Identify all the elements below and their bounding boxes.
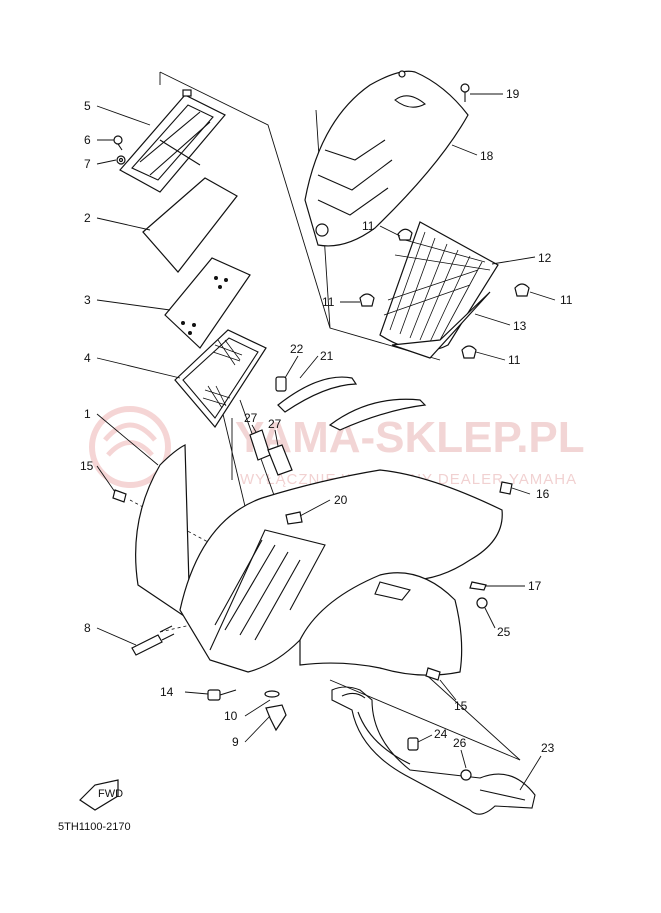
- part-10-washer: [264, 690, 280, 698]
- fwd-arrow-icon: FWD: [79, 779, 123, 811]
- callout-21: 21: [320, 349, 334, 363]
- watermark-logo: [89, 406, 171, 488]
- callouts: 5 6 7 2 3 4 1 15 8 14 10 9 19 18 11 12 1…: [80, 87, 573, 755]
- watermark-brand: YAMA-SKLEP.PL: [235, 413, 585, 462]
- callout-17: 17: [528, 579, 542, 593]
- callout-2: 2: [84, 211, 91, 225]
- part-1-front-fender: [135, 444, 503, 676]
- callout-1: 1: [84, 407, 91, 421]
- callout-27-a: 27: [244, 411, 258, 425]
- callout-22: 22: [290, 342, 304, 356]
- callout-19: 19: [506, 87, 520, 101]
- part-16-bolt: [499, 481, 513, 495]
- part-17-clip: [469, 581, 487, 591]
- callout-6: 6: [84, 133, 91, 147]
- callout-10: 10: [224, 709, 238, 723]
- part-11-clips: [359, 228, 530, 359]
- part-code: 5TH1100-2170: [58, 821, 131, 833]
- fwd-marker-label: FWD: [98, 788, 123, 800]
- part-4-mesh-frame: [174, 329, 267, 429]
- leader-lines: [96, 93, 556, 791]
- part-19-screw: [460, 83, 470, 102]
- callout-9: 9: [232, 735, 239, 749]
- part-21-bracket: [277, 376, 427, 431]
- part-6-screw: [113, 135, 123, 151]
- callout-11-a: 11: [362, 219, 375, 233]
- callout-11-c: 11: [560, 293, 573, 307]
- callout-12: 12: [538, 251, 552, 265]
- callout-16: 16: [536, 487, 550, 501]
- callout-4: 4: [84, 351, 91, 365]
- part-22-grommet: [275, 376, 287, 392]
- callout-27-b: 27: [268, 417, 282, 431]
- part-15-bolts: [112, 489, 441, 681]
- part-20-bolt: [285, 511, 303, 525]
- part-27-dampers: [249, 429, 293, 476]
- part-14-bolt: [207, 689, 237, 701]
- callout-8: 8: [84, 621, 91, 635]
- callout-20: 20: [334, 493, 348, 507]
- part-26-nut: [460, 769, 472, 781]
- part-23-bumper: [331, 686, 536, 815]
- callout-11-d: 11: [508, 353, 521, 367]
- callout-26: 26: [453, 736, 467, 750]
- callout-7: 7: [84, 157, 91, 171]
- part-24-bolt: [407, 737, 419, 751]
- callout-14: 14: [160, 685, 174, 699]
- part-8-connector: [131, 625, 175, 656]
- part-5-filter-frame: [119, 89, 226, 193]
- callout-11-b: 11: [322, 295, 335, 309]
- callout-24: 24: [434, 727, 448, 741]
- callout-15-left: 15: [80, 459, 94, 473]
- part-25-bolt: [476, 597, 488, 609]
- part-7-washer: [116, 155, 126, 165]
- callout-15-right: 15: [454, 699, 468, 713]
- part-2-filter-element: [142, 177, 238, 273]
- part-3-perforated-plate: [164, 257, 251, 349]
- callout-3: 3: [84, 293, 91, 307]
- callout-23: 23: [541, 741, 555, 755]
- part-18-front-cowl: [304, 70, 469, 247]
- callout-13: 13: [513, 319, 527, 333]
- callout-5: 5: [84, 99, 91, 113]
- part-12-grille: [379, 221, 499, 352]
- callout-18: 18: [480, 149, 494, 163]
- part-13-grille-backing: [391, 291, 491, 359]
- callout-25: 25: [497, 625, 511, 639]
